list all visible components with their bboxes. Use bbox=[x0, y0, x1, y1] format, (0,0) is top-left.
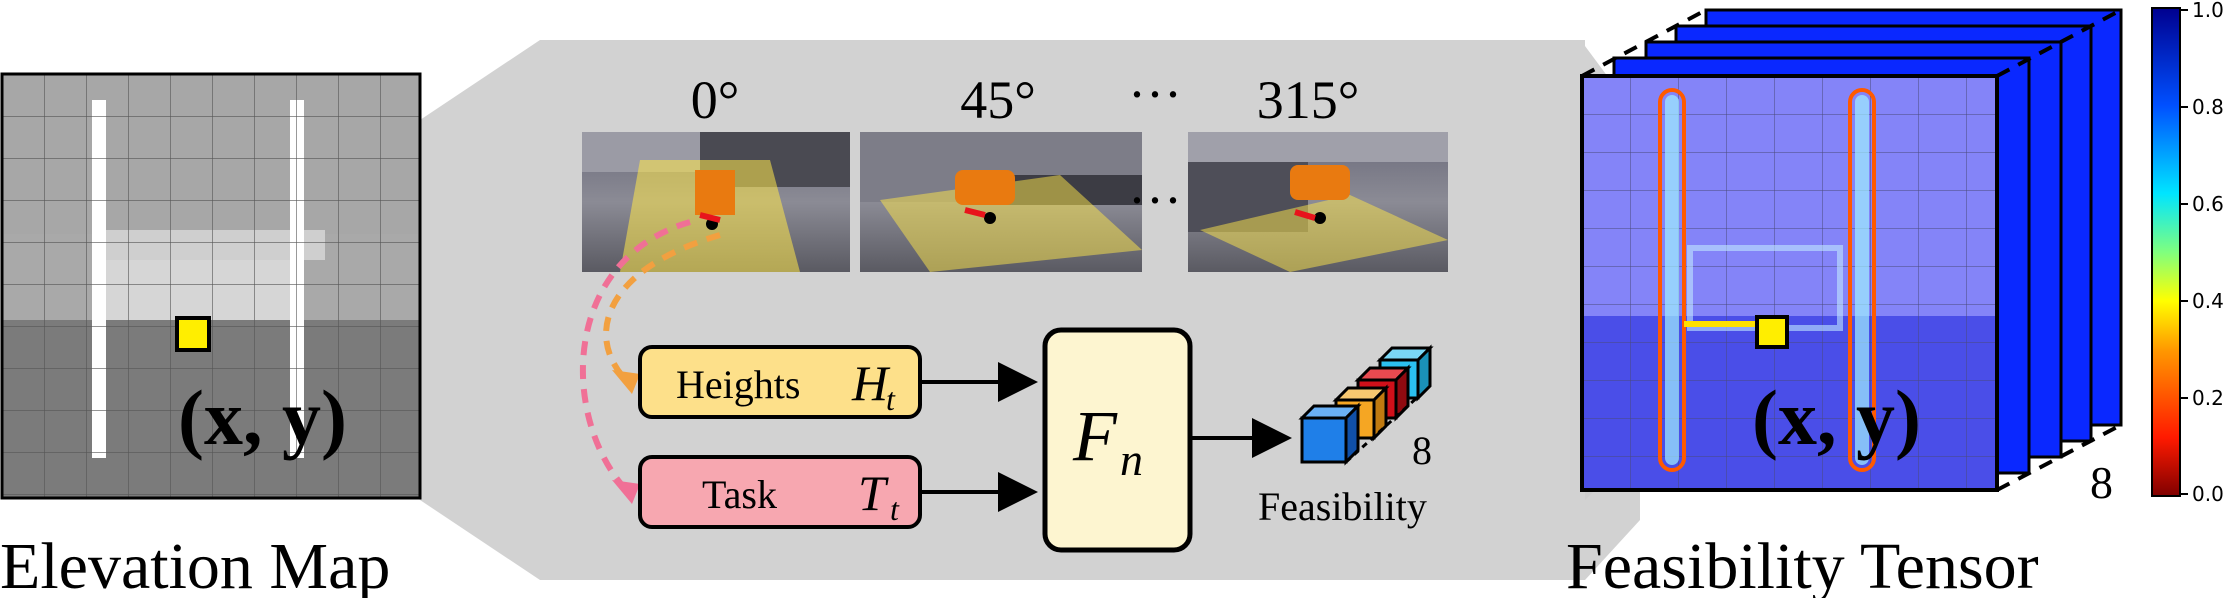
colorbar-tick-0.6: 0.6 bbox=[2192, 192, 2224, 216]
output-label: Feasibility bbox=[1258, 484, 1427, 529]
query-marker bbox=[175, 316, 211, 352]
stack-count: 8 bbox=[2090, 457, 2113, 508]
sim-view-315deg bbox=[1188, 132, 1448, 272]
feasibility-tensor bbox=[1580, 8, 2123, 492]
dashed-link-heights-head bbox=[612, 370, 640, 394]
right-coord-label: (x, y) bbox=[1752, 374, 1921, 461]
network-box bbox=[1042, 327, 1193, 553]
angle-ellipsis: ··· bbox=[1128, 64, 1182, 124]
colorbar-tick-0.8: 0.8 bbox=[2192, 95, 2224, 119]
left-coord-label: (x, y) bbox=[178, 374, 347, 461]
colorbar bbox=[2151, 7, 2188, 497]
tensor-query-marker bbox=[1755, 315, 1789, 349]
left-title: Elevation Map bbox=[0, 530, 390, 598]
network-subscript: n bbox=[1120, 434, 1143, 485]
elevation-map bbox=[0, 72, 422, 500]
colorbar-tick-0.0: 0.0 bbox=[2192, 482, 2224, 506]
task-label: Task bbox=[702, 472, 777, 517]
sim-view-45deg bbox=[860, 132, 1142, 272]
output-count: 8 bbox=[1412, 428, 1432, 473]
angle-0: 0° bbox=[691, 70, 740, 130]
angle-45: 45° bbox=[960, 70, 1036, 130]
dashed-link-task bbox=[580, 219, 691, 495]
colorbar-tick-1.0: 1.0 bbox=[2192, 0, 2224, 22]
dashed-link-task-head bbox=[612, 480, 640, 504]
heights-symbol: H bbox=[851, 355, 891, 411]
dashed-link-heights bbox=[603, 232, 721, 385]
network-symbol: F bbox=[1072, 396, 1118, 476]
task-subscript: t bbox=[890, 491, 900, 527]
sim-view-0deg bbox=[582, 132, 850, 272]
colorbar-tick-0.4: 0.4 bbox=[2192, 289, 2224, 313]
tile-ellipsis: ··· bbox=[1128, 170, 1182, 230]
angle-315: 315° bbox=[1257, 70, 1360, 130]
feasibility-cubes bbox=[1298, 344, 1434, 466]
heights-label: Heights bbox=[676, 362, 800, 407]
right-title: Feasibility Tensor bbox=[1566, 530, 2039, 598]
task-symbol: T bbox=[858, 465, 889, 521]
colorbar-tick-0.2: 0.2 bbox=[2192, 386, 2224, 410]
heights-subscript: t bbox=[886, 381, 896, 417]
